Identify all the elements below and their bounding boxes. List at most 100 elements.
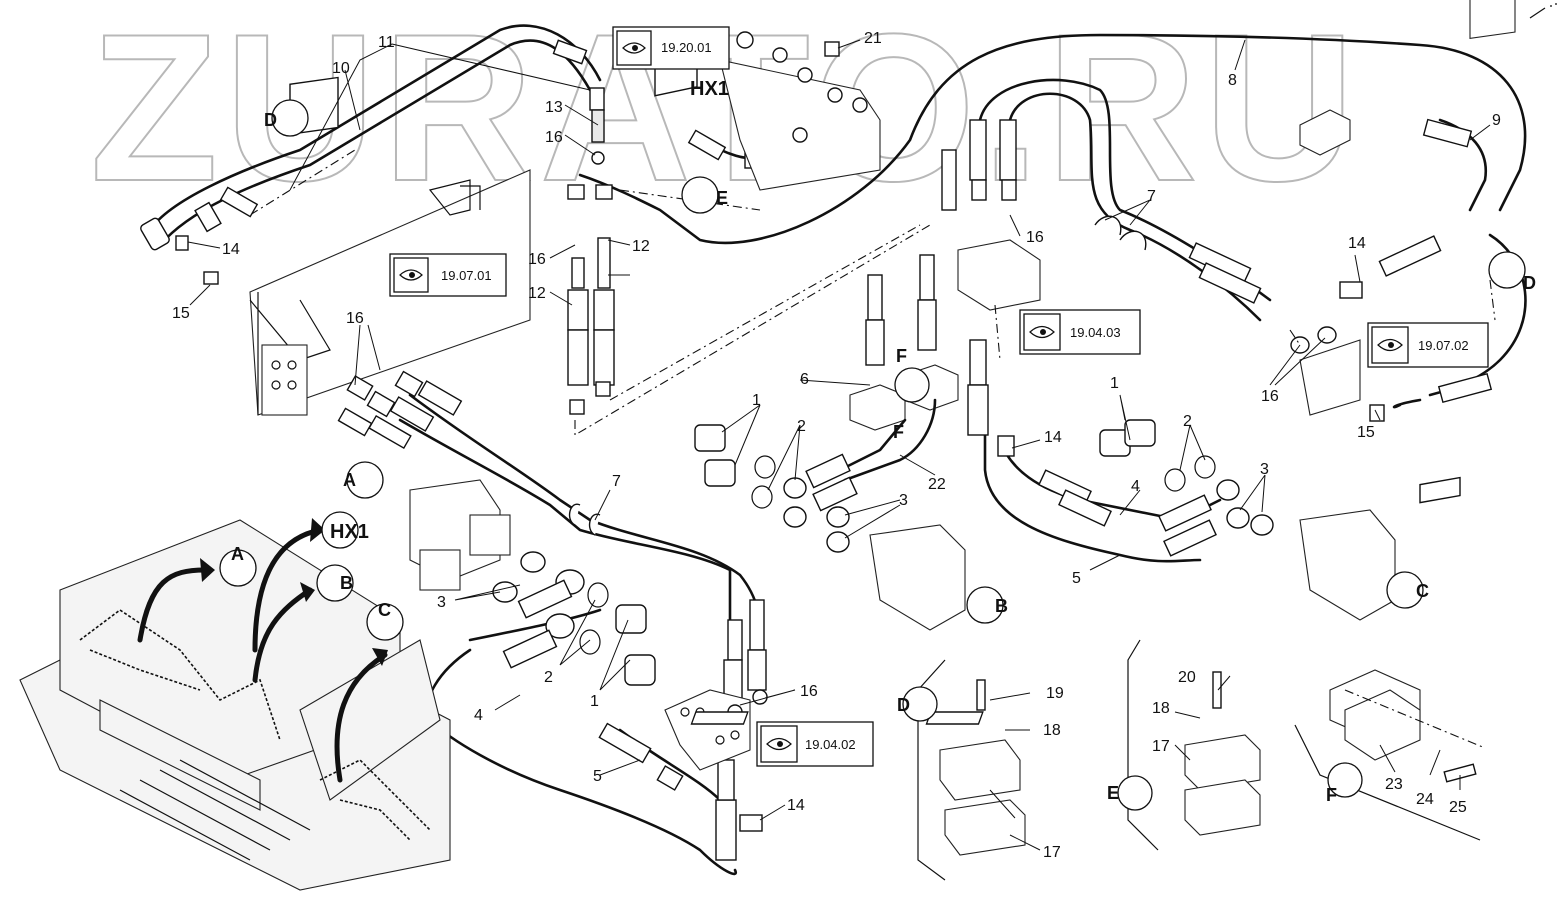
actuator-a xyxy=(409,479,511,591)
fittings-right xyxy=(1290,0,1516,422)
part-label-2: 2 xyxy=(1183,413,1192,430)
part-label-3: 3 xyxy=(437,594,446,611)
part-label-4: 4 xyxy=(474,707,483,724)
part-label-3: 3 xyxy=(899,492,908,509)
part-label-1: 1 xyxy=(752,392,761,409)
svg-text:D: D xyxy=(1523,273,1536,293)
part-label-21: 21 xyxy=(864,30,882,47)
ref-box-19-04-03[interactable]: 19.04.03 xyxy=(1019,309,1141,355)
part-label-7: 7 xyxy=(612,473,621,490)
callout-d-top: D xyxy=(264,99,309,137)
part-label-13: 13 xyxy=(545,99,563,116)
part-label-16: 16 xyxy=(1026,229,1044,246)
part-label-17: 17 xyxy=(1152,738,1170,755)
part-label-23: 23 xyxy=(1385,776,1403,793)
fittings-lower-left xyxy=(492,551,656,686)
part-label-4: 4 xyxy=(1131,478,1140,495)
part-label-16: 16 xyxy=(800,683,818,700)
part-label-15: 15 xyxy=(1357,424,1375,441)
callout-c-overview: C xyxy=(366,600,404,641)
svg-text:D: D xyxy=(264,110,277,130)
fittings-center-right xyxy=(694,254,966,631)
svg-text:E: E xyxy=(716,188,728,208)
part-label-6: 6 xyxy=(800,371,809,388)
callout-a-center: A xyxy=(343,461,384,499)
svg-text:HX1: HX1 xyxy=(330,521,369,543)
label-hx1-top: HX1 xyxy=(690,78,729,100)
ref-box-19-07-02[interactable]: 19.07.02 xyxy=(1367,322,1489,368)
corner-mark xyxy=(1529,3,1557,19)
part-label-3: 3 xyxy=(1260,461,1269,478)
part-label-17: 17 xyxy=(1043,844,1061,861)
part-label-5: 5 xyxy=(593,768,602,785)
svg-text:HX1: HX1 xyxy=(690,78,729,100)
part-label-14: 14 xyxy=(1044,429,1062,446)
callout-b-center: B xyxy=(966,586,1008,624)
part-label-12: 12 xyxy=(632,238,650,255)
part-label-2: 2 xyxy=(544,669,553,686)
svg-text:F: F xyxy=(1326,785,1337,805)
callout-d-right: D xyxy=(1488,251,1536,293)
center-hoses-12 xyxy=(567,184,931,436)
part-label-18: 18 xyxy=(1152,700,1170,717)
part-label-12: 12 xyxy=(528,285,546,302)
svg-text:D: D xyxy=(897,695,910,715)
callout-b-overview: B xyxy=(316,564,354,602)
part-label-7: 7 xyxy=(1147,188,1156,205)
callout-hx1-overview: HX1 xyxy=(321,511,369,549)
part-label-14: 14 xyxy=(222,241,240,258)
ref-box-19-04-02[interactable]: 19.04.02 xyxy=(756,721,874,767)
part-label-16: 16 xyxy=(1261,388,1279,405)
part-label-14: 14 xyxy=(787,797,805,814)
callout-f-center: F F xyxy=(893,346,930,442)
ref-box-19-07-01[interactable]: 19.07.01 xyxy=(389,253,507,297)
svg-text:19.04.03: 19.04.03 xyxy=(1070,325,1121,340)
svg-text:B: B xyxy=(340,573,353,593)
callout-f-detail: F xyxy=(1326,762,1363,805)
part-number-labels: 11 10 13 16 21 8 9 14 15 16 16 12 12 7 1… xyxy=(172,30,1501,861)
hoses-left-center xyxy=(337,370,768,876)
svg-text:B: B xyxy=(995,596,1008,616)
dash-outline-right xyxy=(994,279,1496,361)
leader-lines xyxy=(187,39,1491,821)
part-label-5: 5 xyxy=(1072,570,1081,587)
callout-d-detail: D xyxy=(897,686,938,722)
part-label-2: 2 xyxy=(797,418,806,435)
part-label-18: 18 xyxy=(1043,722,1061,739)
part-label-1: 1 xyxy=(590,693,599,710)
svg-text:C: C xyxy=(1416,581,1429,601)
svg-text:A: A xyxy=(231,544,244,564)
svg-text:F: F xyxy=(896,346,907,366)
ref-box-19-20-01[interactable]: 19.20.01 xyxy=(612,26,730,70)
part-label-1: 1 xyxy=(1110,375,1119,392)
svg-text:19.07.02: 19.07.02 xyxy=(1418,338,1469,353)
part-label-25: 25 xyxy=(1449,799,1467,816)
part-label-14: 14 xyxy=(1348,235,1366,252)
detail-views xyxy=(690,476,1486,881)
part-label-16: 16 xyxy=(528,251,546,268)
svg-text:19.07.01: 19.07.01 xyxy=(441,268,492,283)
svg-text:C: C xyxy=(378,600,391,620)
svg-text:19.04.02: 19.04.02 xyxy=(805,737,856,752)
part-label-20: 20 xyxy=(1178,669,1196,686)
part-label-16: 16 xyxy=(346,310,364,327)
callout-e-top: E xyxy=(681,176,728,214)
callout-c-right: C xyxy=(1386,571,1429,609)
part-label-22: 22 xyxy=(928,476,946,493)
valve-block xyxy=(719,31,881,191)
part-label-15: 15 xyxy=(172,305,190,322)
part-label-19: 19 xyxy=(1046,685,1064,702)
svg-text:A: A xyxy=(343,470,356,490)
part-label-9: 9 xyxy=(1492,112,1501,129)
callout-a-overview: A xyxy=(219,544,257,587)
part-label-8: 8 xyxy=(1228,72,1237,89)
svg-text:E: E xyxy=(1107,783,1119,803)
part-label-11: 11 xyxy=(378,34,395,51)
svg-text:F: F xyxy=(893,422,904,442)
part-label-24: 24 xyxy=(1416,791,1434,808)
callout-e-detail: E xyxy=(1107,775,1153,811)
part-label-16: 16 xyxy=(545,129,563,146)
hoses-right-center xyxy=(967,339,1396,621)
